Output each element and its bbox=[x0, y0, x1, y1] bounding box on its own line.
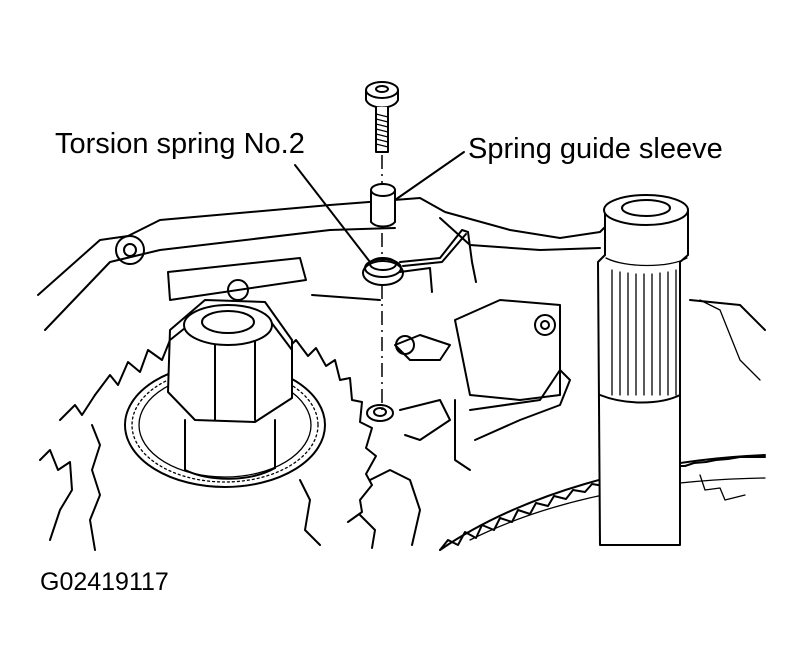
hex-nut bbox=[167, 299, 293, 480]
spring-guide-sleeve bbox=[370, 183, 396, 228]
figure-code: G02419117 bbox=[40, 568, 169, 596]
torsion-spring bbox=[362, 229, 477, 293]
spring-guide-sleeve-label: Spring guide sleeve bbox=[468, 133, 723, 165]
spur-gear bbox=[39, 331, 421, 551]
leader-torsion-spring bbox=[294, 164, 371, 263]
leader-spring-guide-sleeve bbox=[394, 151, 465, 201]
bolt-hole bbox=[366, 404, 394, 422]
bracket bbox=[394, 299, 571, 471]
bolt bbox=[365, 81, 399, 153]
torsion-spring-label: Torsion spring No.2 bbox=[55, 128, 305, 160]
housing-outline bbox=[37, 197, 766, 331]
splined-shaft bbox=[597, 194, 689, 546]
